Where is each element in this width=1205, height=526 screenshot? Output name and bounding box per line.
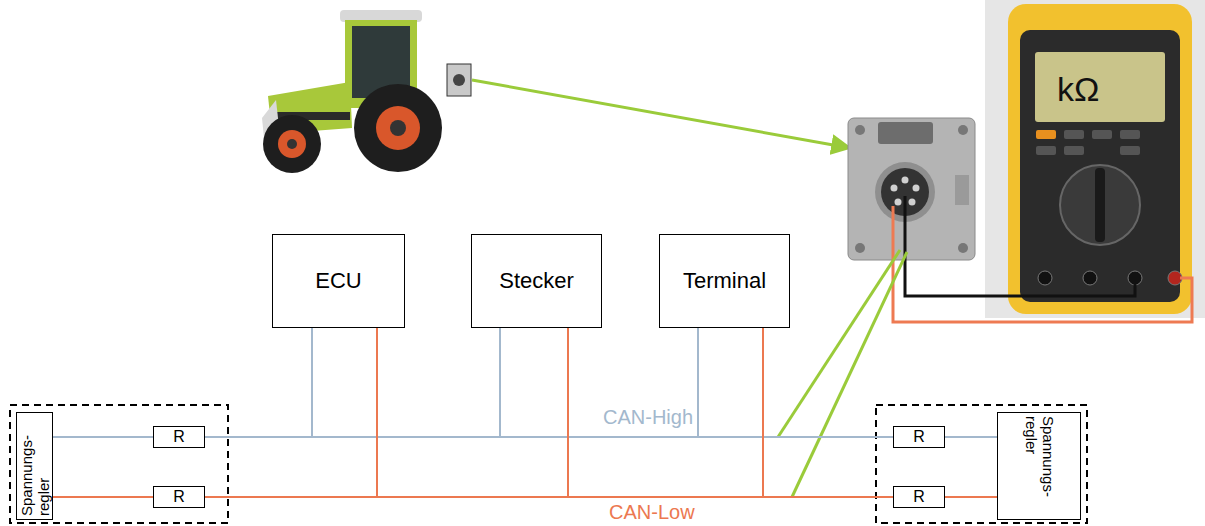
- resistor-symbol: R: [893, 426, 945, 448]
- resistor-symbol: R: [893, 486, 945, 508]
- leader-line: [778, 250, 900, 437]
- test-lead: [893, 206, 1192, 322]
- box-label: R: [913, 428, 925, 446]
- test-lead: [905, 196, 1135, 296]
- signal-name: CAN-High: [601, 406, 695, 429]
- bus-wire: [53, 496, 153, 498]
- box-label: R: [173, 488, 185, 506]
- leader-line: [792, 252, 907, 497]
- pointer-arrow: [472, 80, 850, 148]
- box-label: R: [173, 428, 185, 446]
- bus-wire: [945, 496, 997, 498]
- box-label: ECU: [315, 268, 361, 294]
- resistor-symbol: R: [153, 426, 205, 448]
- connector-photo: [848, 118, 975, 260]
- box-label: Terminal: [683, 268, 766, 294]
- bus-wire: [377, 328, 568, 497]
- regulator-box: Spannungs- regler: [16, 412, 53, 520]
- bus-wire: [698, 328, 893, 437]
- regulator-box: Spannungs- regler: [997, 412, 1081, 520]
- bus-wire: [53, 436, 153, 438]
- signal-name: CAN-Low: [607, 501, 697, 524]
- control-unit-box: ECU: [272, 234, 405, 328]
- box-label: R: [913, 488, 925, 506]
- bus-wire: [945, 436, 997, 438]
- connector-box: Stecker: [471, 234, 602, 328]
- bus-wire: [205, 328, 377, 497]
- bus-wire: [500, 328, 698, 437]
- display-reading: kΩ: [1057, 70, 1099, 109]
- resistor-symbol: R: [153, 486, 205, 508]
- regulator-label: Spannungs- regler: [18, 416, 51, 516]
- terminal-box: Terminal: [659, 234, 790, 328]
- bus-wire: [205, 328, 312, 437]
- regulator-label: Spannungs- regler: [1023, 416, 1056, 516]
- dashed-housing: [10, 405, 228, 523]
- tractor-picture: [262, 10, 471, 173]
- multimeter-photo: [985, 0, 1205, 318]
- box-label: Stecker: [499, 268, 574, 294]
- bus-wire: [312, 328, 500, 437]
- bus-wire: [568, 328, 763, 497]
- bus-wire: [763, 328, 893, 497]
- dashed-housing: [876, 405, 1087, 523]
